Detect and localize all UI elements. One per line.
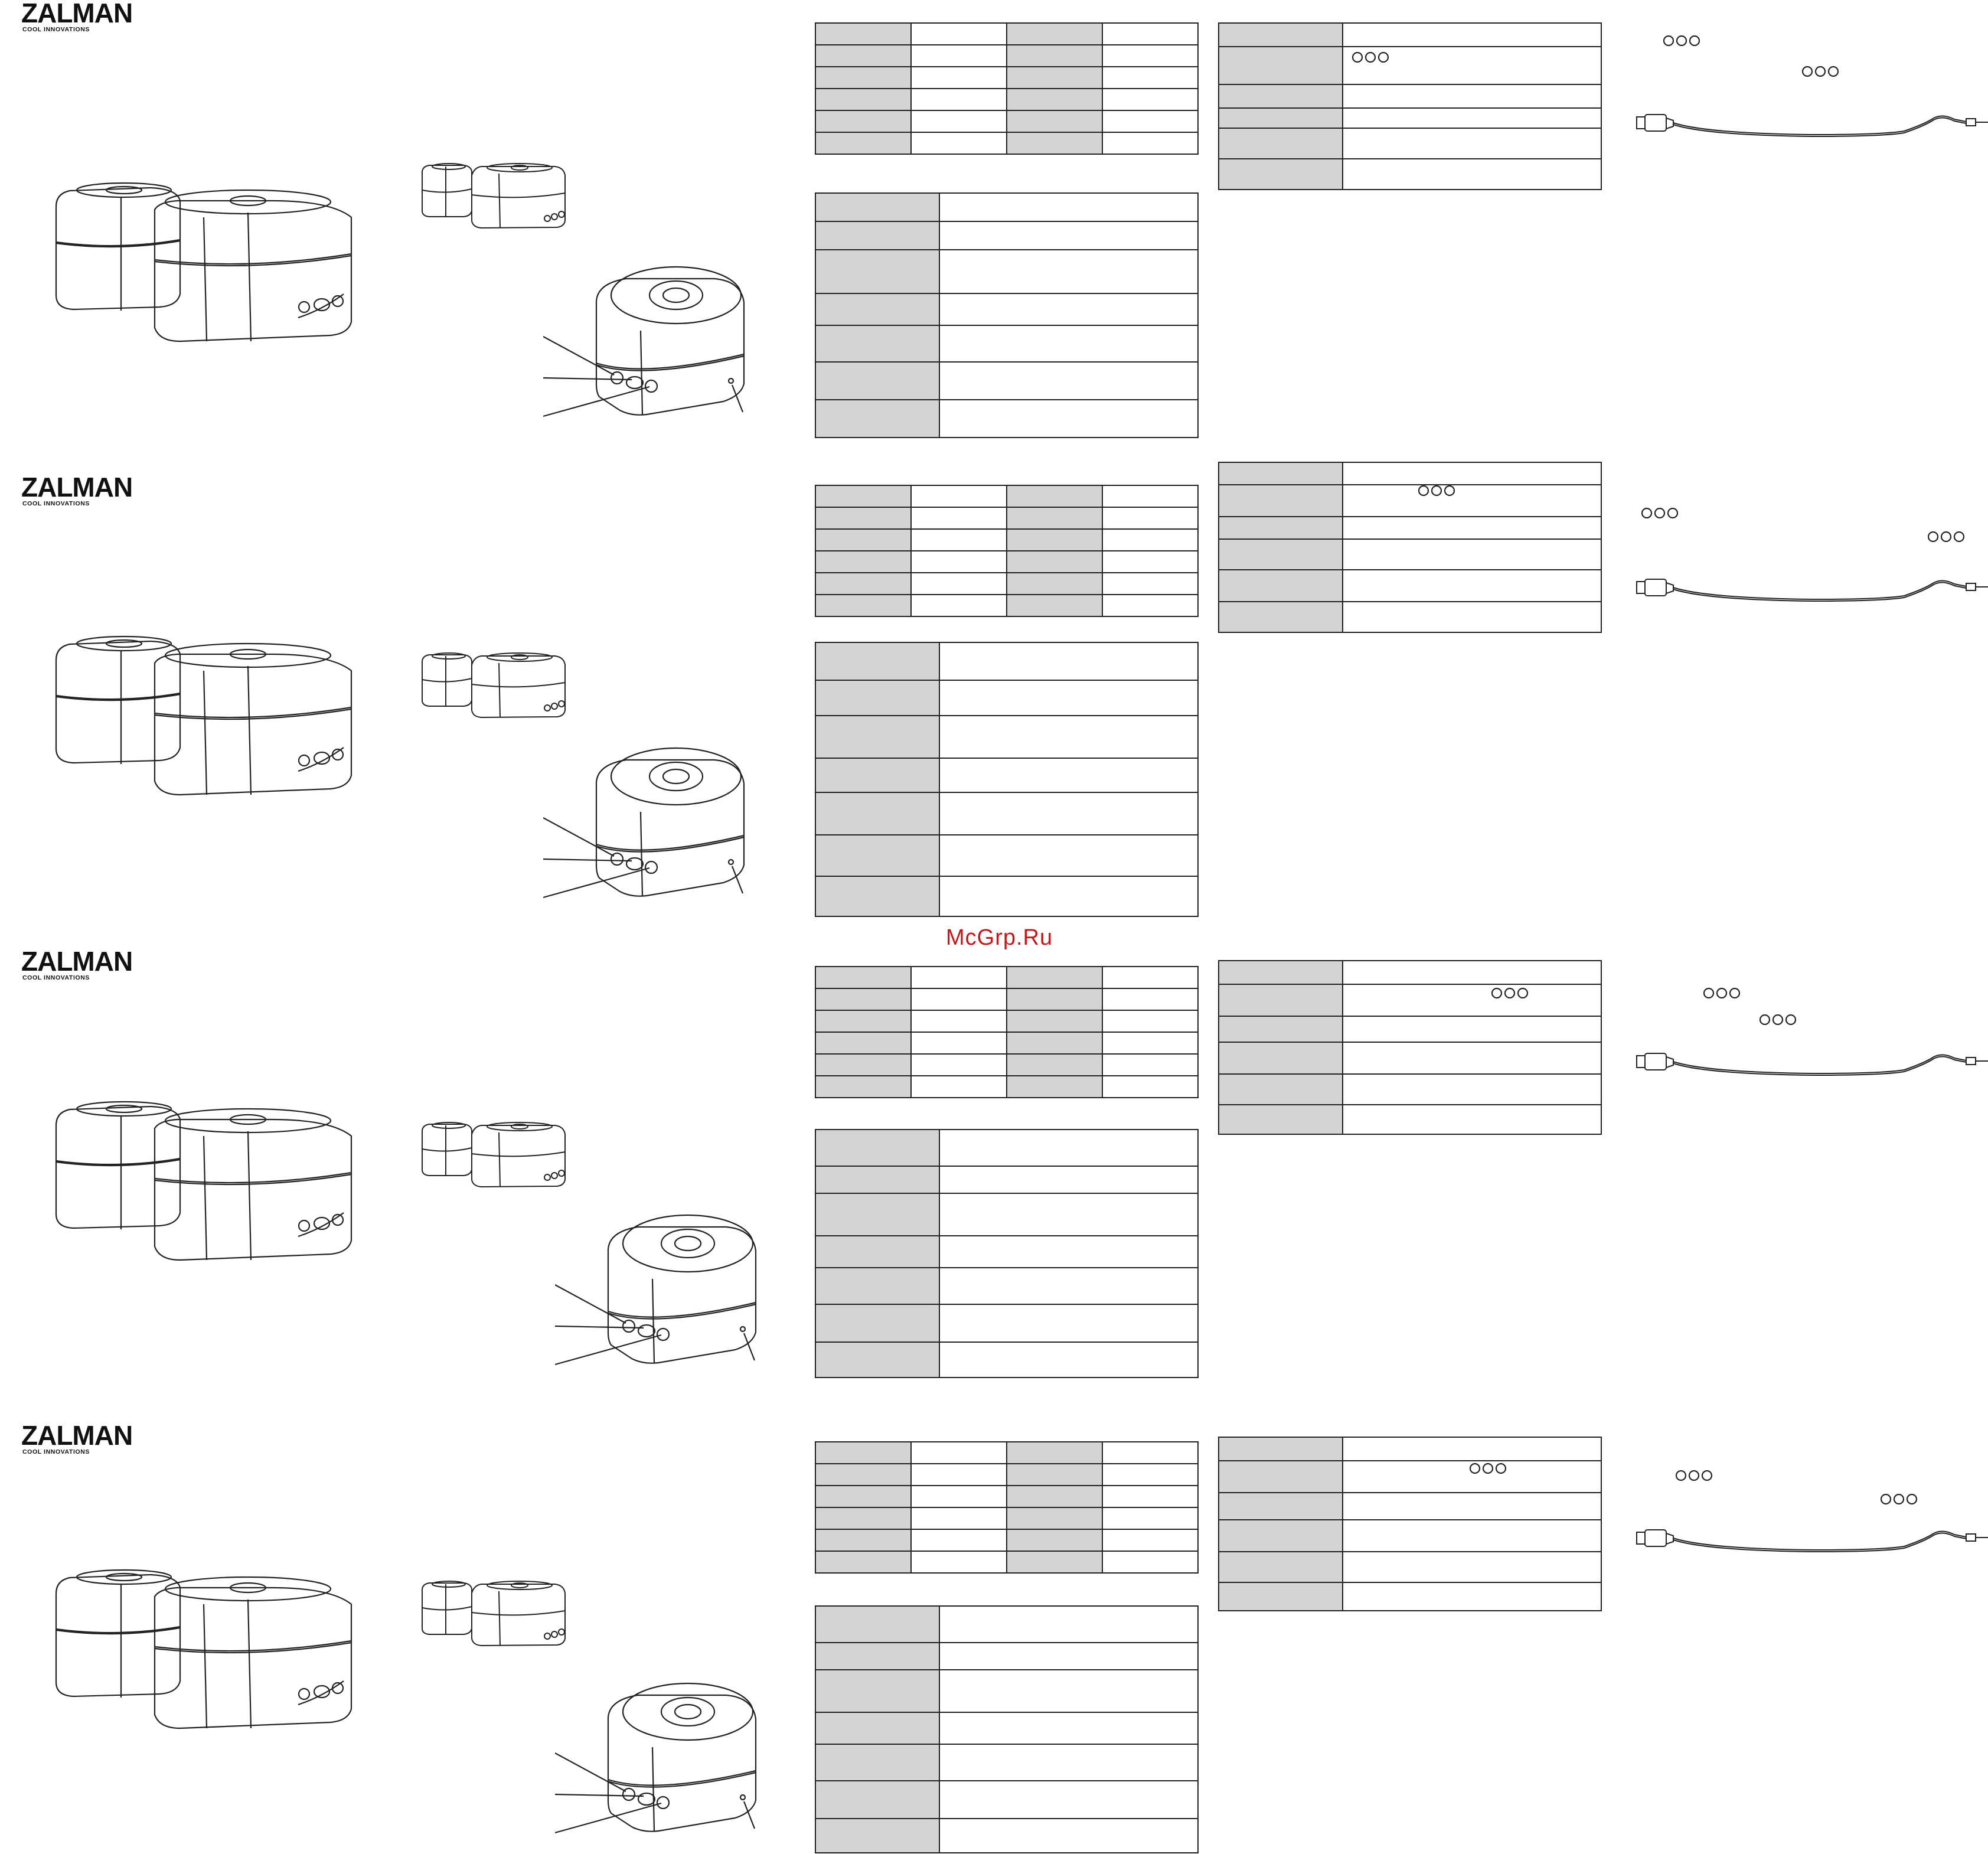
speaker-pair-small-illustration xyxy=(422,1581,566,1646)
three-circle-led-icon xyxy=(1641,508,1679,519)
spec-table-a xyxy=(815,966,1199,1098)
speaker-pair-illustration xyxy=(55,182,352,342)
spec-table-c xyxy=(1218,1437,1602,1611)
three-circle-led-icon xyxy=(1703,988,1741,999)
usb-to-audio-cable-icon xyxy=(1636,1053,1988,1076)
logo-tagline: COOL INNOVATIONS xyxy=(22,26,90,33)
section-1: ZALMAN COOL INNOVATIONS xyxy=(0,0,1988,461)
section-2: ZALMAN COOL INNOVATIONS xyxy=(0,462,1988,935)
speaker-pair-illustration xyxy=(55,635,352,796)
speaker-pair-small-illustration xyxy=(422,1122,566,1187)
three-circle-led-icon xyxy=(1663,35,1700,47)
single-speaker-callout-illustration xyxy=(555,1214,757,1366)
spec-table-b xyxy=(815,1605,1199,1853)
three-circle-led-icon xyxy=(1676,1470,1713,1481)
spec-table-b xyxy=(815,1129,1199,1378)
spec-table-c xyxy=(1218,960,1602,1135)
logo-wordmark: ZALMAN xyxy=(21,946,133,977)
speaker-pair-small-illustration xyxy=(422,652,566,718)
brand-logo: ZALMAN COOL INNOVATIONS xyxy=(21,474,139,510)
spec-table-a xyxy=(815,22,1199,155)
single-speaker-callout-illustration xyxy=(555,1682,757,1834)
spec-table-b xyxy=(815,642,1199,917)
single-speaker-callout-illustration xyxy=(543,266,745,417)
spec-table-a xyxy=(815,485,1199,617)
section-4: ZALMAN COOL INNOVATIONS xyxy=(0,1422,1988,1854)
three-circle-led-icon xyxy=(1881,1494,1918,1505)
spec-table-a xyxy=(815,1441,1199,1574)
three-circle-led-icon xyxy=(1352,52,1389,63)
usb-to-audio-cable-icon xyxy=(1636,114,1988,137)
logo-tagline: COOL INNOVATIONS xyxy=(22,1448,90,1455)
speaker-pair-small-illustration xyxy=(422,163,566,229)
usb-to-audio-cable-icon xyxy=(1636,579,1988,602)
logo-tagline: COOL INNOVATIONS xyxy=(22,974,90,981)
three-circle-led-icon xyxy=(1760,1014,1797,1026)
watermark-text: McGrp.Ru xyxy=(946,925,1053,950)
three-circle-led-icon xyxy=(1470,1463,1507,1474)
section-3: ZALMAN COOL INNOVATIONS xyxy=(0,948,1988,1409)
speaker-pair-illustration xyxy=(55,1569,352,1729)
logo-wordmark: ZALMAN xyxy=(21,0,133,28)
spec-table-b xyxy=(815,192,1199,438)
single-speaker-callout-illustration xyxy=(543,747,745,899)
brand-logo: ZALMAN COOL INNOVATIONS xyxy=(21,948,139,984)
three-circle-led-icon xyxy=(1802,66,1839,77)
three-circle-led-icon xyxy=(1928,531,1965,543)
logo-wordmark: ZALMAN xyxy=(21,1420,133,1451)
three-circle-led-icon xyxy=(1418,485,1455,497)
brand-logo: ZALMAN COOL INNOVATIONS xyxy=(21,0,139,35)
spec-table-c xyxy=(1218,462,1602,633)
logo-tagline: COOL INNOVATIONS xyxy=(22,500,90,507)
usb-to-audio-cable-icon xyxy=(1636,1529,1988,1552)
three-circle-led-icon xyxy=(1491,988,1529,999)
brand-logo: ZALMAN COOL INNOVATIONS xyxy=(21,1422,139,1458)
spec-table-c xyxy=(1218,22,1602,190)
logo-wordmark: ZALMAN xyxy=(21,472,133,502)
speaker-pair-illustration xyxy=(55,1101,352,1261)
